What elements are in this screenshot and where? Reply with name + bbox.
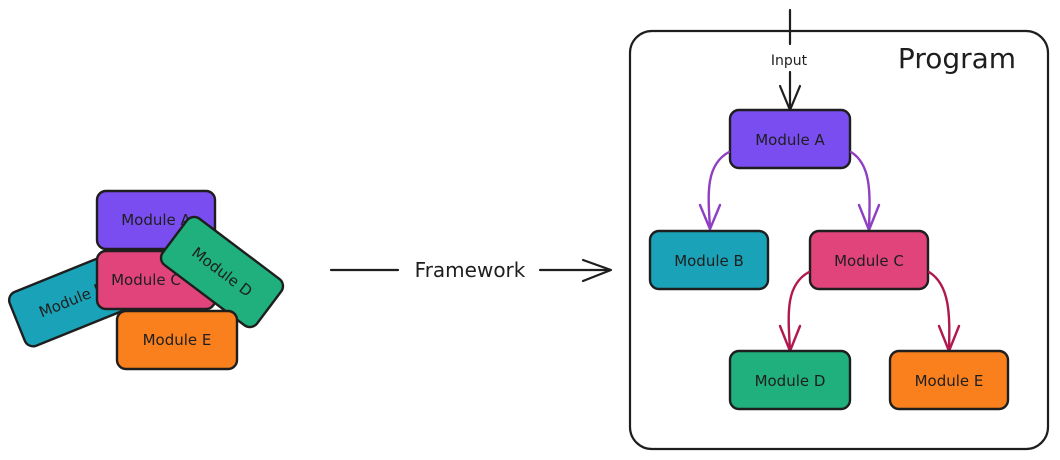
program-module-c-label: Module C: [834, 252, 904, 270]
pile-module-d: Module D: [159, 215, 285, 329]
program-frame: [628, 29, 1050, 451]
program-module-a-label: Module A: [755, 131, 825, 149]
program-module-c-box: [808, 229, 930, 291]
program-module-d: Module D: [728, 349, 852, 411]
program-module-b: Module B: [648, 229, 770, 291]
module-pile: Module A Module B Module C Module D Modu…: [7, 189, 285, 371]
pile-module-d-box: [159, 215, 285, 329]
program-module-e: Module E: [888, 349, 1010, 411]
program-module-a: Module A: [728, 108, 852, 170]
framework-arrowhead: [581, 258, 613, 283]
pile-module-a-label: Module A: [121, 211, 191, 229]
program-module-d-box: [728, 349, 852, 411]
framework-label: Framework: [415, 258, 526, 282]
framework-connector: Framework: [329, 258, 613, 283]
program-container: Program Input Module A Module B Module C: [628, 8, 1050, 451]
program-module-c: Module C: [808, 229, 930, 291]
arrow-a-to-c: [849, 150, 871, 231]
pile-module-e-box: [115, 309, 239, 371]
arrow-a-to-b-head: [698, 203, 722, 231]
arrow-c-to-d: [787, 270, 811, 352]
program-module-a-box: [728, 108, 852, 170]
program-title: Program: [898, 42, 1016, 75]
program-module-e-box: [888, 349, 1010, 411]
program-module-b-box: [648, 229, 770, 291]
arrow-a-to-b: [707, 150, 731, 230]
program-module-d-label: Module D: [755, 372, 826, 390]
program-module-e-label: Module E: [915, 372, 984, 390]
pile-module-c-label: Module C: [111, 271, 181, 289]
pile-module-e-label: Module E: [143, 331, 212, 349]
program-module-b-label: Module B: [674, 252, 744, 270]
input-label: Input: [771, 53, 808, 69]
arrow-c-to-e: [927, 270, 951, 352]
pile-module-e: Module E: [115, 309, 239, 371]
